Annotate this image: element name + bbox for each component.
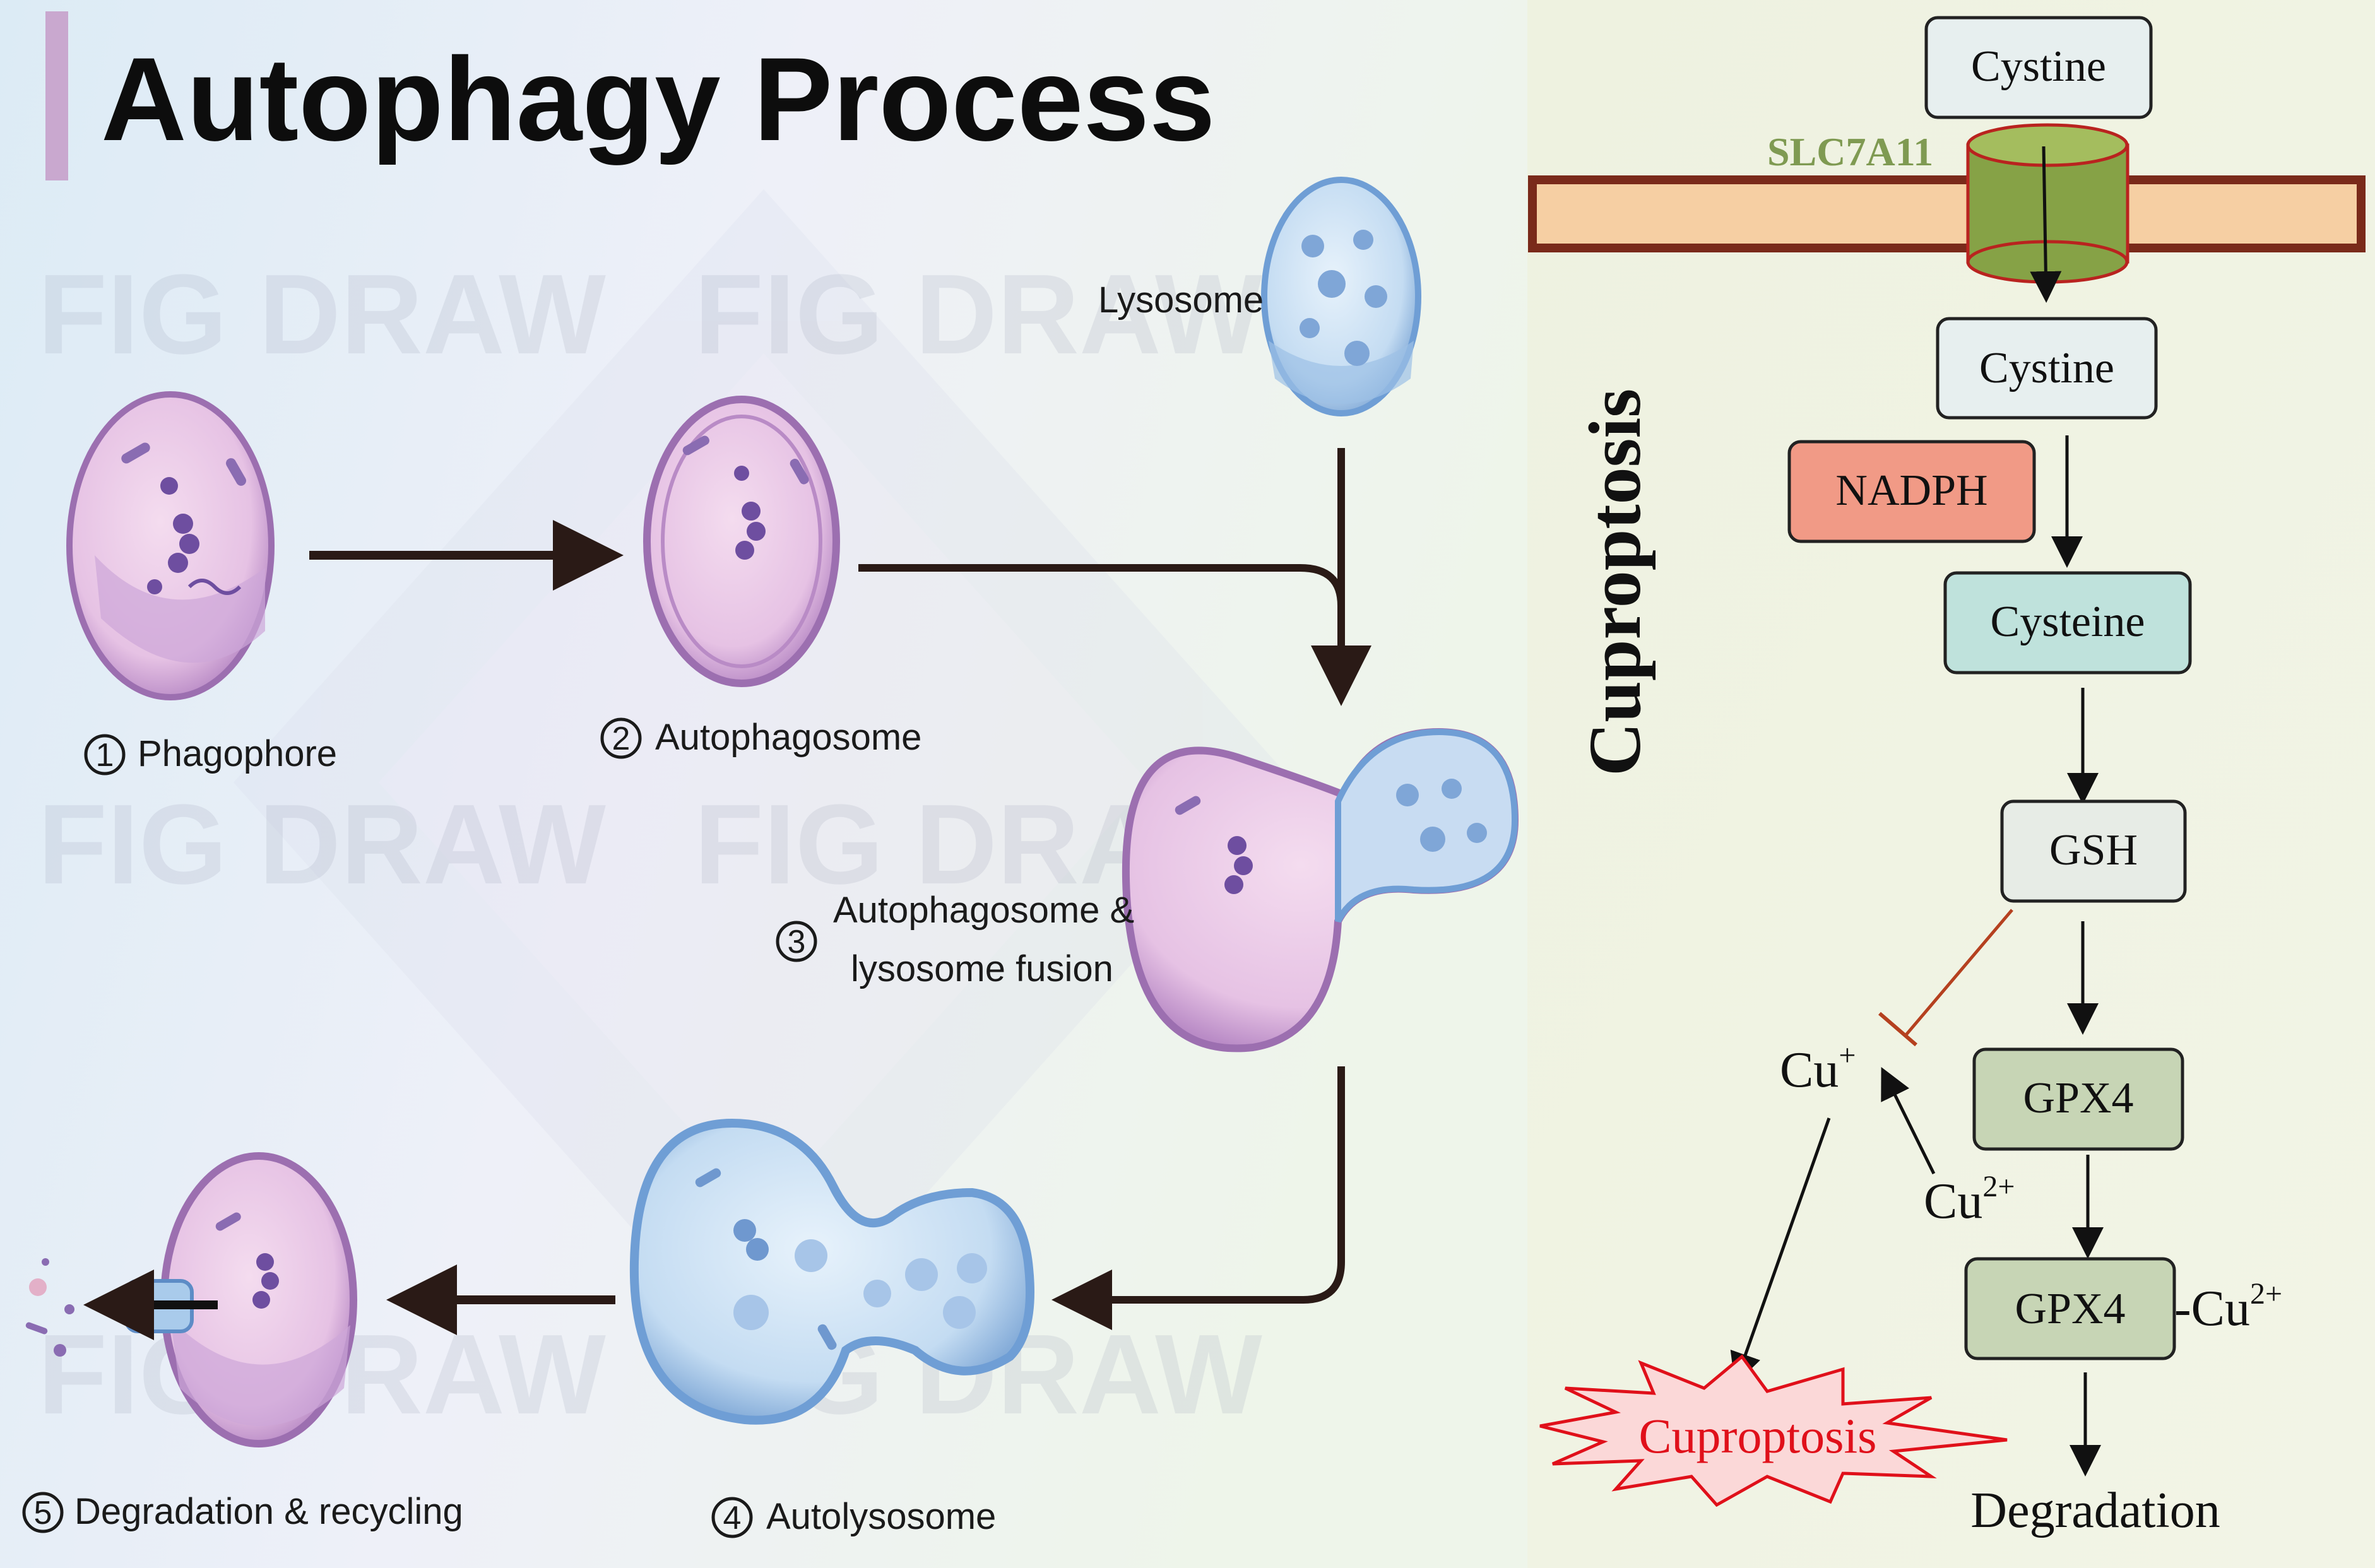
step-5-label: 5 Degradation & recycling xyxy=(22,1491,463,1533)
gsh-box xyxy=(2000,799,2187,903)
slc7a11-label: SLC7A11 xyxy=(1767,129,1933,174)
title-accent-bar xyxy=(45,11,68,180)
step-label: Phagophore xyxy=(138,733,337,774)
right-panel-background xyxy=(1527,0,2375,1568)
gpx4-bound-label: GPX4 xyxy=(2015,1285,2125,1333)
nadph-box xyxy=(1787,440,2036,543)
watermark-text: FIG DRAW xyxy=(38,781,606,908)
degradation-label: Degradation xyxy=(1970,1483,2220,1538)
cu-plus-symbol: Cu xyxy=(1780,1042,1839,1098)
step-number-badge xyxy=(600,717,642,759)
cu-2plus-symbol: Cu xyxy=(1924,1174,1982,1229)
step-label: Degradation & recycling xyxy=(74,1491,463,1532)
fusion-cell xyxy=(1122,728,1519,1052)
step-label-line1: Autophagosome & xyxy=(833,890,1134,931)
slc7a11-transporter xyxy=(1966,123,2129,284)
step-number: 1 xyxy=(96,737,114,774)
step-number: 4 xyxy=(723,1500,742,1536)
cysteine-label: Cysteine xyxy=(1991,598,2145,646)
cell-membrane xyxy=(1528,175,2366,252)
watermark-text: FIG DRAW xyxy=(38,251,606,378)
nadph-label: NADPH xyxy=(1835,466,1987,515)
step-4-label: 4 Autolysosome xyxy=(711,1496,996,1538)
step-1-label: 1 Phagophore xyxy=(84,733,337,775)
step-number-badge xyxy=(776,921,817,962)
arrow-cu-to-cuproptosis xyxy=(1730,1117,1831,1385)
step-number: 5 xyxy=(34,1495,52,1531)
bound-cu-charge: 2+ xyxy=(2250,1277,2282,1311)
lysosome-label: Lysosome xyxy=(1098,280,1264,321)
cystine-inside-box xyxy=(1936,317,2158,420)
gpx4-label: GPX4 xyxy=(2023,1074,2133,1123)
cystine-outside-box xyxy=(1924,16,2153,119)
gpx4-bound-cu: -Cu2+ xyxy=(2174,1277,2282,1336)
arrow-cu2-to-cu1 xyxy=(1881,1067,1936,1175)
watermark-text: FIG DRAW xyxy=(694,251,1262,378)
cu-2plus-charge: 2+ xyxy=(1982,1170,2015,1203)
cuproptosis-burst xyxy=(1539,1354,2008,1507)
lysosome xyxy=(1261,177,1421,416)
step-number: 2 xyxy=(612,721,631,757)
step-number-badge xyxy=(84,734,126,775)
step-number: 3 xyxy=(788,924,806,960)
gpx4-box xyxy=(1972,1047,2184,1151)
step-label: Autolysosome xyxy=(766,1496,996,1537)
cu-plus-label: Cu+ xyxy=(1780,1039,1856,1098)
step-label: Autophagosome xyxy=(655,717,921,758)
cystine-inside-label: Cystine xyxy=(1979,344,2114,392)
step-3-label: 3 Autophagosome & lysosome fusion xyxy=(776,890,1134,989)
arrow-fusion-to-autolysosome xyxy=(1051,1066,1345,1330)
autolysosome-cell xyxy=(629,1118,1034,1425)
inhibition-bar xyxy=(1878,1011,1917,1047)
arrow-cystine-import xyxy=(2030,146,2062,303)
arrow-step2-to-fusion xyxy=(858,564,1345,606)
phagophore-cell xyxy=(66,391,275,700)
degradation-cell xyxy=(124,1152,357,1447)
cysteine-box xyxy=(1943,571,2192,675)
cuproptosis-vertical-title: Cuproptosis xyxy=(1573,389,1656,776)
bound-cu-symbol: -Cu xyxy=(2174,1281,2250,1336)
step-2-label: 2 Autophagosome xyxy=(600,717,921,759)
cu-plus-charge: + xyxy=(1839,1039,1856,1072)
cuproptosis-burst-label: Cuproptosis xyxy=(1638,1408,1876,1463)
gsh-label: GSH xyxy=(2049,826,2138,875)
autophagosome-cell xyxy=(643,396,840,687)
cu-2plus-label: Cu2+ xyxy=(1924,1170,2015,1229)
step-number-badge xyxy=(22,1492,64,1533)
cystine-outside-label: Cystine xyxy=(1971,42,2106,91)
gpx4-bound-box xyxy=(1964,1257,2176,1360)
page-title: Autophagy Process xyxy=(101,33,1216,165)
step-number-badge xyxy=(711,1497,753,1538)
released-particles xyxy=(25,1258,74,1357)
step-label-line2: lysosome fusion xyxy=(851,948,1113,989)
inhibition-gsh-cu xyxy=(1905,909,2013,1036)
